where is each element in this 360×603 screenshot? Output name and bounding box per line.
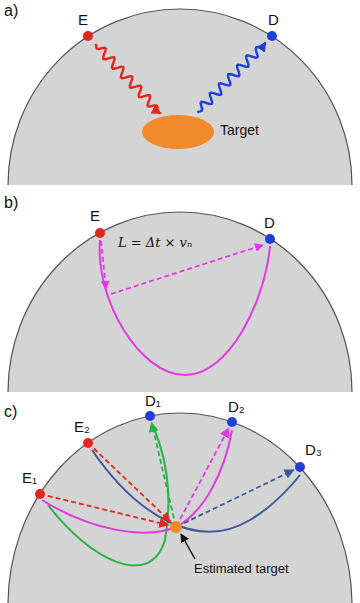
detector-dot (295, 462, 305, 472)
sensor-label: D₃ (305, 442, 322, 459)
medium-dome (8, 413, 352, 603)
ellipse-locus (48, 424, 168, 565)
emitted-wave (96, 44, 161, 114)
detector-dot (265, 234, 275, 244)
sensor-label: D₂ (228, 399, 245, 416)
detector-dot (267, 31, 277, 41)
sensor-label: D₁ (145, 393, 161, 410)
sensor-label: E₂ (74, 419, 90, 436)
dome-outline (8, 212, 352, 392)
medium-dome (8, 212, 352, 392)
detector-node: D (265, 234, 275, 244)
detector-dot (295, 462, 305, 472)
path-length-formula: L = Δt × vₙ (118, 236, 192, 250)
estimated-target-node: Estimated target (170, 521, 182, 533)
reflected-path (152, 423, 174, 518)
emitter-node: E₁ (35, 489, 45, 499)
target-label: Target (220, 123, 259, 138)
ellipse-locus (42, 430, 232, 533)
sensor-label: D (268, 12, 279, 29)
ellipse-locus (100, 240, 270, 375)
sensor-label: E₁ (22, 470, 37, 487)
emitter-dot (35, 489, 45, 499)
emitter-dot (83, 438, 93, 448)
emitter-dot (35, 489, 45, 499)
emitter-dot (95, 228, 105, 238)
emitter-node: E (95, 228, 105, 238)
detector-dot (145, 411, 155, 421)
emitter-node: E₂ (83, 438, 93, 448)
emitter-dot (83, 438, 93, 448)
detector-dot (265, 234, 275, 244)
sensor-label: E (78, 12, 88, 29)
detector-dot (227, 417, 237, 427)
emitter-node: E (83, 31, 93, 41)
emitted-path (48, 496, 168, 525)
target-ellipse (142, 115, 214, 149)
emitter-dot (83, 31, 93, 41)
emitted-path (94, 449, 170, 522)
panel-label: b) (4, 194, 18, 212)
path-arrow (101, 241, 106, 289)
detector-dot (267, 31, 277, 41)
path-arrow (111, 245, 263, 294)
target-label: Estimated target (192, 562, 291, 576)
detector-dot (227, 417, 237, 427)
sensor-label: E (90, 208, 100, 225)
target-dot (170, 521, 182, 533)
leader-arrow (181, 534, 195, 559)
target-dot (170, 521, 182, 533)
detector-node: D (267, 31, 277, 41)
reflected-path (184, 470, 294, 523)
target-ellipse (142, 115, 214, 149)
medium-dome (8, 9, 352, 185)
detector-dot (145, 411, 155, 421)
dome-outline (8, 413, 352, 603)
emitter-dot (83, 31, 93, 41)
emitter-dot (95, 228, 105, 238)
panel-label: a) (4, 2, 18, 20)
reflected-wave (197, 42, 265, 112)
dome-outline (8, 9, 352, 185)
panel-label: c) (4, 403, 17, 421)
detector-node: D₁ (145, 411, 155, 421)
sensor-label: D (264, 215, 275, 232)
detector-node: D₂ (227, 417, 237, 427)
target-node: Target (142, 115, 214, 149)
detector-node: D₃ (295, 462, 305, 472)
